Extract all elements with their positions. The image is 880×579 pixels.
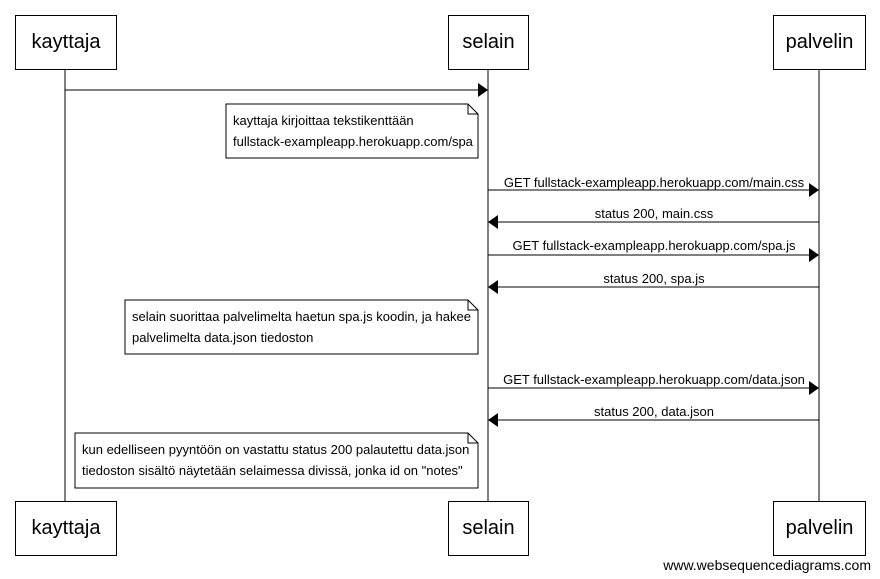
actor-palvelin-bottom: palvelin: [773, 501, 866, 556]
note-line: fullstack-exampleapp.herokuapp.com/spa: [233, 134, 473, 149]
credit-link[interactable]: www.websequencediagrams.com: [663, 557, 871, 573]
arrow-get-data-json-head: [809, 381, 819, 395]
note-line: kun edelliseen pyyntöön on vastattu stat…: [82, 442, 470, 457]
note-line: tiedoston sisältö näytetään selaimessa d…: [82, 463, 463, 478]
note-shape-1: [225, 103, 479, 159]
note-shape-2: [124, 299, 479, 355]
arrow-kayttaja-to-selain-head: [478, 83, 488, 97]
note-line: kayttaja kirjoittaa tekstikenttään: [233, 113, 414, 128]
note-user-types-url: kayttaja kirjoittaa tekstikenttään fulls…: [226, 104, 478, 158]
message-label-get-spa-js: GET fullstack-exampleapp.herokuapp.com/s…: [512, 238, 796, 253]
note-shape-2-fold: [467, 300, 478, 311]
note-browser-runs-spa: selain suorittaa palvelimelta haetun spa…: [125, 300, 478, 354]
message-label-get-main-css: GET fullstack-exampleapp.herokuapp.com/m…: [503, 175, 805, 190]
message-label-status-main-css: status 200, main.css: [594, 206, 714, 221]
note-shape-3-fold: [467, 433, 478, 444]
message-label-status-data-json: status 200, data.json: [594, 404, 714, 419]
actor-selain-bottom: selain: [448, 501, 529, 556]
actor-selain-top: selain: [448, 15, 529, 70]
note-render-notes: kun edelliseen pyyntöön on vastattu stat…: [75, 433, 478, 488]
arrow-get-spa-js-head: [809, 248, 819, 262]
arrow-status-data-json-head: [488, 413, 498, 427]
note-shape-1-fold: [467, 104, 478, 115]
note-shape-3: [74, 432, 479, 489]
message-label-get-data-json: GET fullstack-exampleapp.herokuapp.com/d…: [503, 372, 805, 387]
note-line: selain suorittaa palvelimelta haetun spa…: [132, 309, 471, 324]
actor-kayttaja-bottom: kayttaja: [15, 501, 117, 556]
message-label-status-spa-js: status 200, spa.js: [603, 271, 705, 286]
actor-palvelin-top: palvelin: [773, 15, 866, 70]
note-line: palvelimelta data.json tiedoston: [132, 330, 314, 345]
arrow-get-main-css-head: [809, 183, 819, 197]
actor-kayttaja-top: kayttaja: [15, 15, 117, 70]
arrow-status-main-css-head: [488, 215, 498, 229]
arrow-status-spa-js-head: [488, 280, 498, 294]
